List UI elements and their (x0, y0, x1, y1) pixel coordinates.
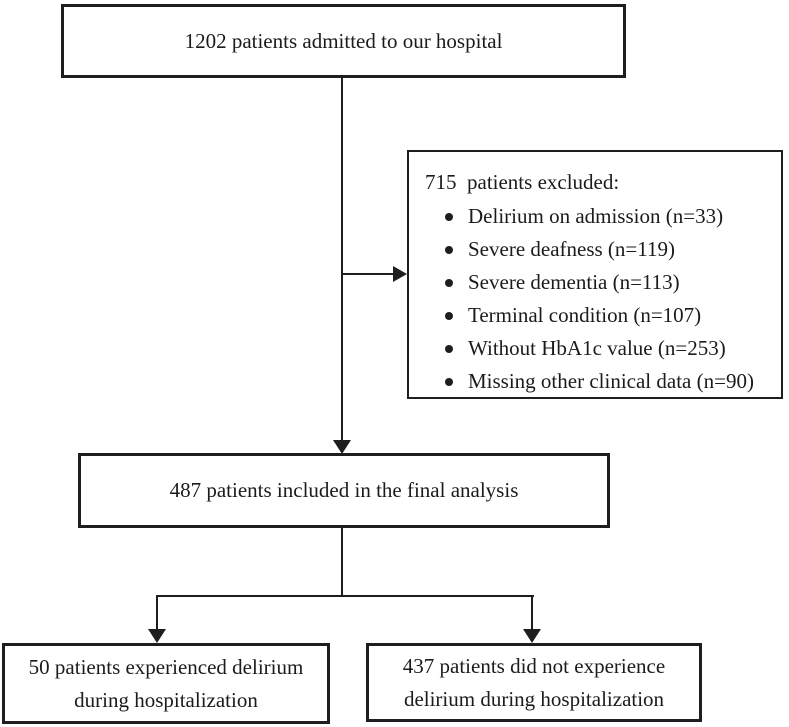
box-included-patients: 487 patients included in the final analy… (78, 453, 610, 528)
bullet-icon (445, 377, 453, 386)
connector-admitted-to-included (341, 77, 343, 440)
connector-included-to-branch (341, 528, 343, 596)
excluded-reason: Severe dementia (n=113) (468, 270, 680, 294)
admitted-patients-text: 1202 patients admitted to our hospital (184, 28, 503, 53)
excluded-reason: Missing other clinical data (n=90) (468, 369, 754, 393)
no-delirium-text-line1: 437 patients did not experience (402, 653, 666, 678)
list-item: Delirium on admission (n=33) (445, 200, 773, 233)
box-admitted-patients: 1202 patients admitted to our hospital (61, 4, 626, 78)
excluded-reason: Severe deafness (n=119) (468, 237, 675, 261)
connector-branch-bar (156, 595, 534, 597)
excluded-reason: Terminal condition (n=107) (468, 303, 702, 327)
bullet-icon (445, 278, 453, 287)
bullet-icon (445, 212, 453, 221)
bullet-icon (445, 245, 453, 254)
connector-branch-right (531, 595, 533, 629)
list-item: Without HbA1c value (n=253) (445, 332, 773, 365)
arrowhead-down-icon (333, 440, 351, 454)
list-item: Severe deafness (n=119) (445, 233, 773, 266)
connector-branch-left (156, 595, 158, 629)
box-no-delirium-patients: 437 patients did not experience delirium… (366, 643, 702, 722)
bullet-icon (445, 344, 453, 353)
delirium-text-line1: 50 patients experienced delirium (28, 654, 304, 679)
box-excluded-patients: 715 patients excluded: Delirium on admis… (407, 150, 783, 399)
arrowhead-down-icon (523, 629, 541, 643)
bullet-icon (445, 311, 453, 320)
list-item: Severe dementia (n=113) (445, 266, 773, 299)
excluded-reason: Delirium on admission (n=33) (468, 204, 724, 228)
included-patients-text: 487 patients included in the final analy… (169, 478, 519, 502)
list-item: Missing other clinical data (n=90) (445, 365, 773, 398)
arrowhead-down-icon (148, 629, 166, 643)
box-delirium-patients: 50 patients experienced delirium during … (2, 643, 330, 724)
delirium-text-line2: during hospitalization (74, 687, 258, 712)
excluded-reason: Without HbA1c value (n=253) (468, 336, 726, 360)
excluded-reasons-list: Delirium on admission (n=33) Severe deaf… (425, 200, 773, 398)
connector-to-excluded (342, 273, 393, 275)
list-item: Terminal condition (n=107) (445, 299, 773, 332)
excluded-title: 715 patients excluded: (425, 170, 620, 194)
no-delirium-text-line2: delirium during hospitalization (403, 686, 665, 711)
arrowhead-right-icon (393, 266, 407, 282)
